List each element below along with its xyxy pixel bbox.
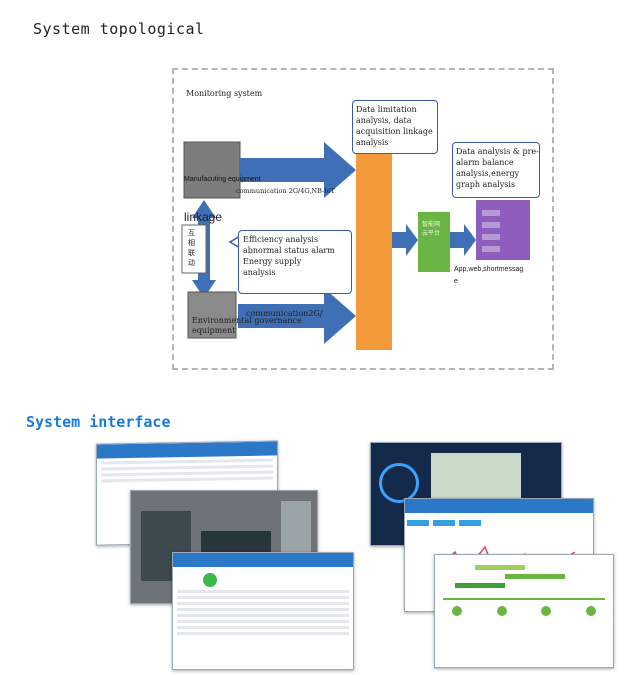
data-analysis-line-1: Data analysis & pre- <box>456 147 539 156</box>
linkage-label: linkage <box>184 210 223 224</box>
monitoring-system-label: Monitoring system <box>186 89 263 98</box>
arrow-top <box>240 142 356 198</box>
app-web-tail-label: e <box>454 278 458 285</box>
screenshot-timeline <box>434 554 614 668</box>
communication-bottom-label: communication2G/ <box>246 309 323 318</box>
left-screenshots <box>96 438 354 670</box>
efficiency-line-4: analysis <box>243 268 276 277</box>
linkage-cn-label: 互 相 联 动 <box>188 229 195 267</box>
communication-top-label: communication 2G/4G,NB-IoT <box>236 187 335 195</box>
app-web-label: App,web,shortmessag <box>454 266 524 273</box>
orange-column <box>356 154 392 350</box>
data-limitation-callout: Data limitation analysis, data acquisiti… <box>352 100 438 154</box>
arrow-to-green <box>392 224 418 256</box>
efficiency-line-1: Efficiency analysis <box>243 235 319 244</box>
efficiency-line-2: abnormal status alarm <box>243 246 335 255</box>
arrow-to-purple <box>450 224 476 256</box>
interface-heading: System interface <box>26 413 171 431</box>
screenshot-table <box>172 552 354 670</box>
manufacturing-equipment-label: Manufacuting equipment <box>184 176 261 183</box>
linkage-cn-box <box>181 224 207 274</box>
topology-heading: System topological <box>33 20 205 38</box>
green-box-label: 智能网 云平台 <box>422 221 441 237</box>
environmental-equipment-label: Environmental governance equipment <box>192 316 302 335</box>
data-limitation-line-1: Data limitation <box>356 105 417 114</box>
data-analysis-line-2: alarm balance <box>456 158 514 167</box>
green-box <box>418 212 450 272</box>
data-limitation-line-4: analysis <box>356 138 389 147</box>
manufacturing-box <box>183 141 241 199</box>
data-analysis-line-4: graph analysis <box>456 180 516 189</box>
efficiency-line-3: Energy supply <box>243 257 302 266</box>
arrow-bottom <box>238 288 356 344</box>
right-screenshots <box>364 438 624 668</box>
data-analysis-line-3: analysis,energy <box>456 169 520 178</box>
diagram-canvas <box>181 141 530 350</box>
data-limitation-line-3: acquisition linkage <box>356 127 433 136</box>
data-analysis-callout: Data analysis & pre- alarm balance analy… <box>452 142 540 198</box>
efficiency-callout: Efficiency analysis abnormal status alar… <box>238 230 352 294</box>
topology-diagram: Monitoring system Manufacuting equipment… <box>172 68 554 370</box>
data-limitation-line-2: analysis, data <box>356 116 412 125</box>
environment-box <box>187 291 237 339</box>
